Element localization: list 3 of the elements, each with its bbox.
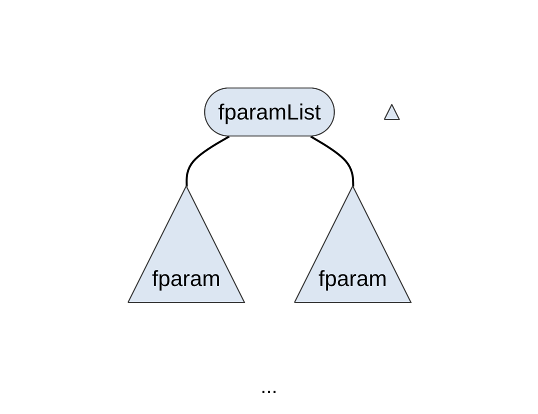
connector — [310, 136, 354, 187]
ellipsis-label: ... — [260, 376, 278, 398]
connector — [185, 136, 230, 187]
